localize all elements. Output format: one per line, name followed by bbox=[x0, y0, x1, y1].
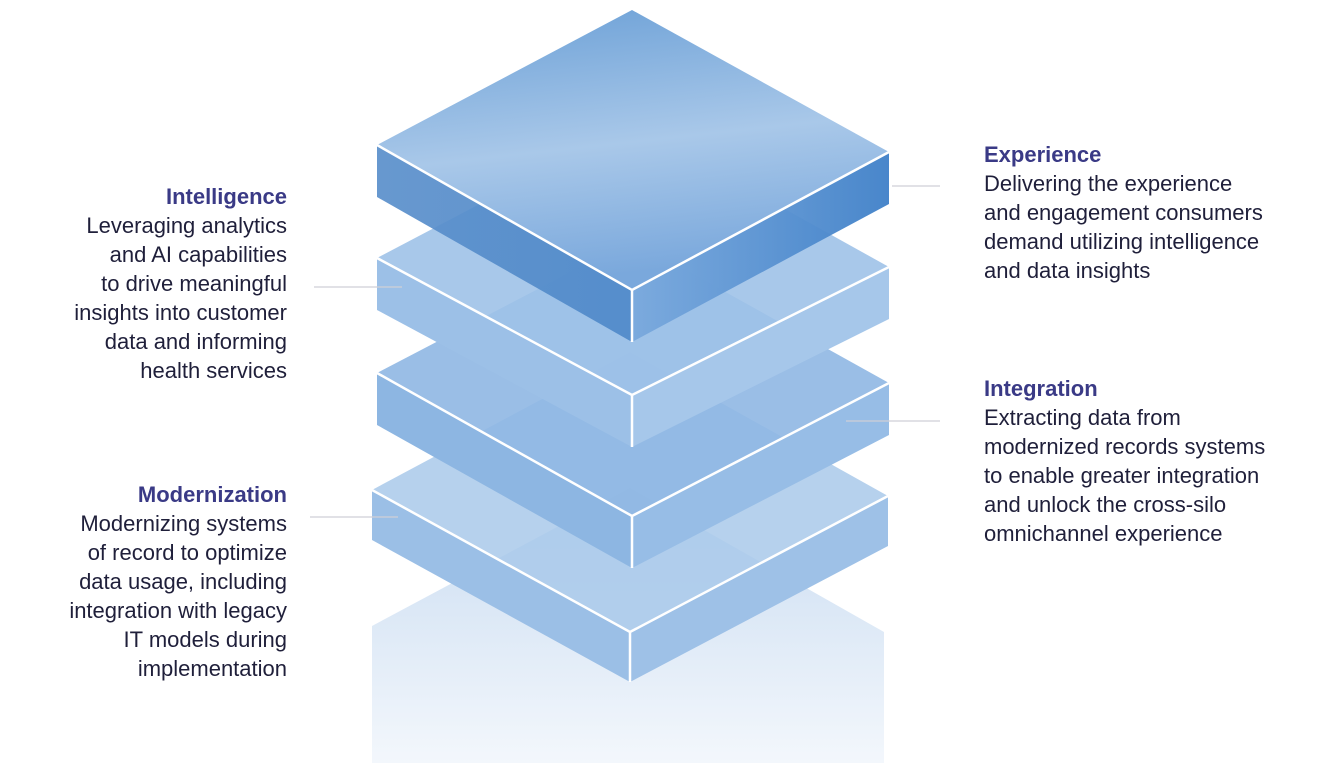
experience-description: Delivering the experience and engagement… bbox=[984, 171, 1263, 283]
experience-block bbox=[376, 10, 890, 342]
intelligence-title: Intelligence bbox=[165, 184, 287, 209]
experience-label: Experience Delivering the experience and… bbox=[984, 140, 1340, 285]
modernization-label: Modernization Modernizing systems of rec… bbox=[0, 480, 287, 683]
intelligence-label: Intelligence Leveraging analytics and AI… bbox=[0, 182, 287, 385]
integration-label: Integration Extracting data from moderni… bbox=[984, 374, 1340, 548]
integration-description: Extracting data from modernized records … bbox=[984, 405, 1266, 546]
modernization-description: Modernizing systems of record to optimiz… bbox=[69, 511, 287, 681]
integration-title: Integration bbox=[984, 376, 1098, 401]
modernization-title: Modernization bbox=[137, 482, 287, 507]
experience-title: Experience bbox=[984, 142, 1102, 167]
intelligence-description: Leveraging analytics and AI capabilities… bbox=[74, 213, 287, 383]
